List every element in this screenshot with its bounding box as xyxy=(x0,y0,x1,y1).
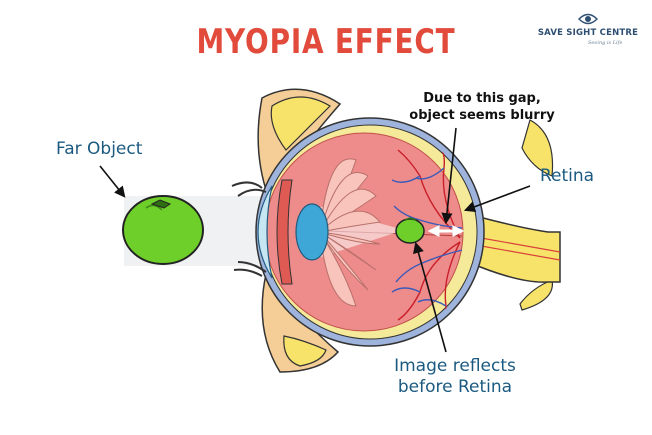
cornea xyxy=(257,185,273,279)
image-reflects-line1: Image reflects xyxy=(394,356,516,376)
retina-label: Retina xyxy=(540,166,595,186)
crystalline-lens xyxy=(295,203,329,261)
brand-logo: SAVE SIGHT CENTRE Seeing is Life xyxy=(532,12,644,52)
page-title: MYOPIA EFFECT xyxy=(196,22,456,62)
far-object-label: Far Object xyxy=(56,139,143,159)
optic-nerve xyxy=(467,213,561,283)
gap-note-line1: Due to this gap, xyxy=(423,91,541,106)
iris xyxy=(276,179,293,285)
brand-tagline: Seeing is Life xyxy=(588,40,623,46)
gap-note-line2: object seems blurry xyxy=(409,108,555,123)
image-reflects-label: Image reflects before Retina xyxy=(370,356,540,398)
far-object-pointer-arrow xyxy=(99,165,126,198)
image-reflects-line2: before Retina xyxy=(397,377,513,397)
eye-logo-icon xyxy=(578,13,598,25)
brand-name: SAVE SIGHT CENTRE xyxy=(537,28,639,38)
image-pointer-arrow xyxy=(413,241,447,353)
gap-note: Due to this gap, object seems blurry xyxy=(392,90,572,124)
focused-image-apple-icon xyxy=(395,217,425,244)
eyelashes xyxy=(231,181,267,277)
gap-note-pointer-arrow xyxy=(441,127,457,225)
ciliary-lens xyxy=(318,158,381,307)
far-object-apple-icon xyxy=(122,195,204,265)
retina-pointer-arrow xyxy=(463,185,531,213)
eyelid-fat-right xyxy=(519,119,554,311)
